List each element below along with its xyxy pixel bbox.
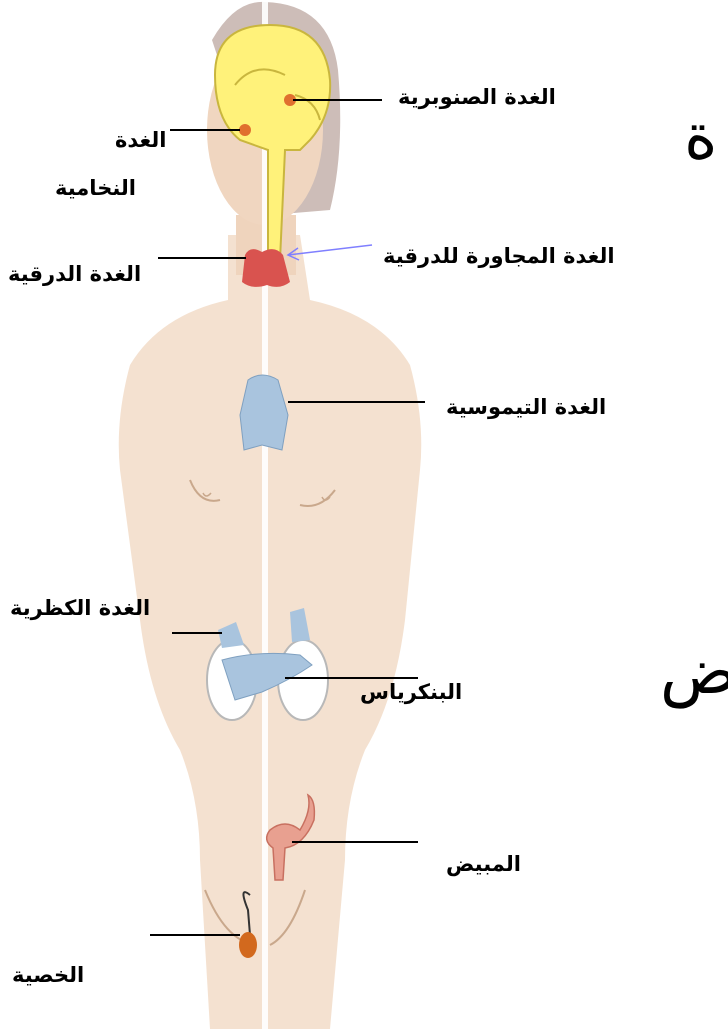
label-adrenal: الغدة الكظرية bbox=[10, 596, 150, 621]
label-pineal: الغدة الصنوبرية bbox=[398, 85, 556, 110]
label-thyroid: الغدة الدرقية bbox=[8, 262, 141, 287]
label-ovary: المبيض bbox=[446, 852, 521, 877]
label-pituitary-line1: الغدة bbox=[115, 128, 166, 153]
heading-fragment-top: ة bbox=[684, 105, 718, 169]
heading-fragment-middle: ض bbox=[660, 640, 728, 704]
pituitary-organ bbox=[239, 124, 251, 136]
label-thymus: الغدة التيموسية bbox=[446, 395, 606, 420]
thyroid-organ bbox=[242, 249, 290, 287]
label-pituitary-line2: النخامية bbox=[55, 176, 136, 201]
testis-organ bbox=[239, 932, 257, 958]
label-parathyroid: الغدة المجاورة للدرقية bbox=[383, 244, 615, 269]
label-testis: الخصية bbox=[12, 963, 84, 988]
label-pancreas: البنكرياس bbox=[360, 680, 462, 705]
torso-silhouette bbox=[119, 235, 422, 1029]
